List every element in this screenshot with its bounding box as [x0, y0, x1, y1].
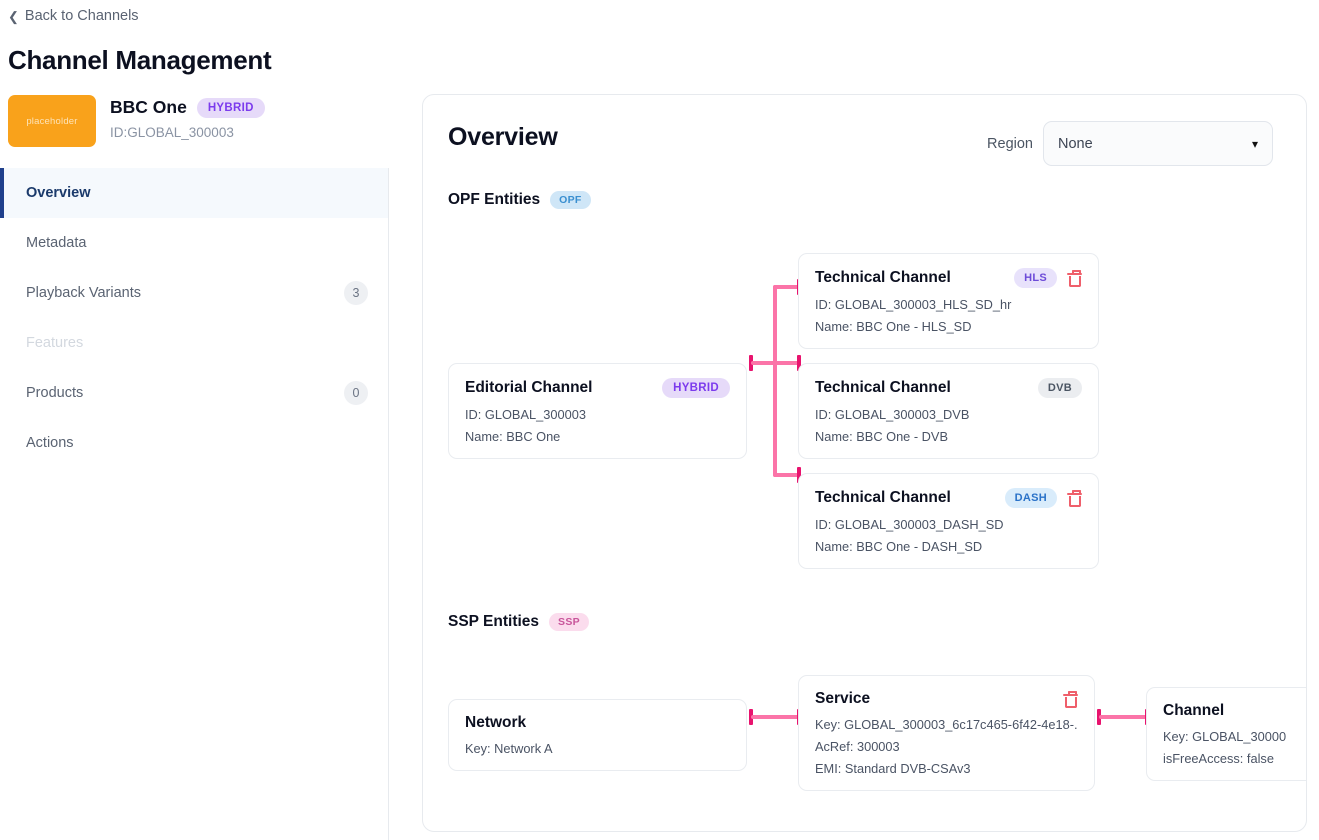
- sidebar-item-count: 3: [344, 281, 368, 305]
- region-control: Region None ▾: [987, 121, 1273, 166]
- channel-logo: placeholder: [8, 95, 96, 147]
- connector-cap: [797, 467, 801, 483]
- card-title: Channel: [1163, 702, 1225, 719]
- sidebar-item-label: Metadata: [26, 235, 87, 251]
- ssp-connector-network-service: [749, 709, 801, 729]
- trash-icon[interactable]: [1063, 690, 1078, 708]
- sidebar-item-features[interactable]: Features: [0, 318, 388, 368]
- card-service[interactable]: Service Key: GLOBAL_300003_6c17c465-6f42…: [798, 675, 1095, 791]
- connector-line: [751, 715, 799, 719]
- card-field-id: ID: GLOBAL_300003_DVB: [815, 407, 970, 422]
- card-editorial-channel[interactable]: Editorial Channel HYBRID ID: GLOBAL_3000…: [448, 363, 747, 459]
- card-badge: HLS: [1014, 268, 1057, 288]
- card-field-id: ID: GLOBAL_300003_HLS_SD_hr: [815, 297, 1012, 312]
- sidebar-item-label: Playback Variants: [26, 285, 141, 301]
- card-badge: DASH: [1004, 488, 1057, 508]
- page-title: Channel Management: [8, 45, 272, 75]
- card-channel[interactable]: Channel Key: GLOBAL_30000 isFreeAccess: …: [1146, 687, 1306, 781]
- section-title: SSP Entities: [448, 613, 540, 630]
- card-field-isfreeaccess: isFreeAccess: false: [1163, 751, 1274, 766]
- card-technical-channel-hls[interactable]: Technical Channel HLS ID: GLOBAL_300003_…: [798, 253, 1099, 349]
- connector-line: [773, 285, 799, 289]
- sidebar-item-label: Overview: [26, 185, 91, 201]
- sidebar: Overview Metadata Playback Variants 3 Fe…: [0, 168, 389, 840]
- sidebar-item-label: Products: [26, 385, 84, 401]
- chevron-left-icon: ❮: [8, 8, 19, 24]
- card-badge: HYBRID: [662, 378, 730, 398]
- section-title: OPF Entities: [448, 191, 541, 208]
- trash-icon[interactable]: [1067, 269, 1082, 287]
- opf-connector-group: [749, 253, 801, 513]
- connector-line: [751, 361, 775, 365]
- card-field-emi: EMI: Standard DVB-CSAv3: [815, 761, 971, 776]
- sidebar-item-overview[interactable]: Overview: [0, 168, 388, 218]
- section-badge-ssp: SSP: [549, 613, 589, 631]
- channel-header: placeholder BBC One HYBRID ID:GLOBAL_300…: [8, 95, 265, 147]
- card-technical-channel-dash[interactable]: Technical Channel DASH ID: GLOBAL_300003…: [798, 473, 1099, 569]
- sidebar-item-label: Actions: [26, 435, 74, 451]
- card-title: Technical Channel: [815, 269, 951, 286]
- card-title: Technical Channel: [815, 489, 951, 506]
- region-selected-value: None: [1058, 135, 1093, 152]
- chevron-down-icon: ▾: [1251, 136, 1258, 151]
- connector-line: [773, 473, 799, 477]
- section-header-ssp: SSP Entities SSP: [448, 613, 589, 631]
- card-badge: DVB: [1037, 378, 1082, 398]
- sidebar-item-actions[interactable]: Actions: [0, 418, 388, 468]
- sidebar-item-count: 0: [344, 381, 368, 405]
- connector-cap: [797, 355, 801, 371]
- card-field-name: Name: BBC One - HLS_SD: [815, 319, 972, 334]
- channel-meta: BBC One HYBRID ID:GLOBAL_300003: [110, 95, 265, 140]
- channel-id: ID:GLOBAL_300003: [110, 125, 234, 140]
- card-field-name: Name: BBC One - DASH_SD: [815, 539, 983, 554]
- card-title: Network: [465, 714, 527, 731]
- card-field-key: Key: GLOBAL_30000: [1163, 729, 1287, 744]
- card-technical-channel-dvb[interactable]: Technical Channel DVB ID: GLOBAL_300003_…: [798, 363, 1099, 459]
- sidebar-item-playback-variants[interactable]: Playback Variants 3: [0, 268, 388, 318]
- sidebar-item-metadata[interactable]: Metadata: [0, 218, 388, 268]
- region-label: Region: [987, 135, 1033, 152]
- card-field-id: ID: GLOBAL_300003: [465, 407, 586, 422]
- overview-title: Overview: [448, 123, 558, 151]
- channel-logo-label: placeholder: [26, 115, 78, 127]
- card-network[interactable]: Network Key: Network A: [448, 699, 747, 771]
- section-header-opf: OPF Entities OPF: [448, 191, 591, 209]
- card-field-name: Name: BBC One: [465, 429, 561, 444]
- card-field-key: Key: Network A: [465, 741, 553, 756]
- connector-line: [1099, 715, 1147, 719]
- connector-line: [773, 285, 777, 477]
- channel-name: BBC One: [110, 97, 187, 117]
- card-field-acref: AcRef: 300003: [815, 739, 900, 754]
- sidebar-item-products[interactable]: Products 0: [0, 368, 388, 418]
- card-field-id: ID: GLOBAL_300003_DASH_SD: [815, 517, 1004, 532]
- card-title: Editorial Channel: [465, 379, 593, 396]
- sidebar-item-label: Features: [26, 335, 84, 351]
- card-title: Technical Channel: [815, 379, 951, 396]
- back-to-channels-label: Back to Channels: [24, 8, 139, 24]
- back-to-channels-link[interactable]: ❮ Back to Channels: [8, 8, 139, 24]
- region-select[interactable]: None ▾: [1043, 121, 1273, 166]
- card-field-name: Name: BBC One - DVB: [815, 429, 948, 444]
- ssp-connector-service-channel: [1097, 709, 1149, 729]
- channel-type-badge: HYBRID: [196, 97, 265, 118]
- connector-line: [773, 361, 799, 365]
- overview-panel: Overview Region None ▾ OPF Entities OPF …: [422, 94, 1307, 832]
- card-field-key: Key: GLOBAL_300003_6c17c465-6f42-4e18-..…: [815, 717, 1078, 732]
- card-title: Service: [815, 690, 871, 707]
- trash-icon[interactable]: [1067, 489, 1082, 507]
- section-badge-opf: OPF: [550, 191, 591, 209]
